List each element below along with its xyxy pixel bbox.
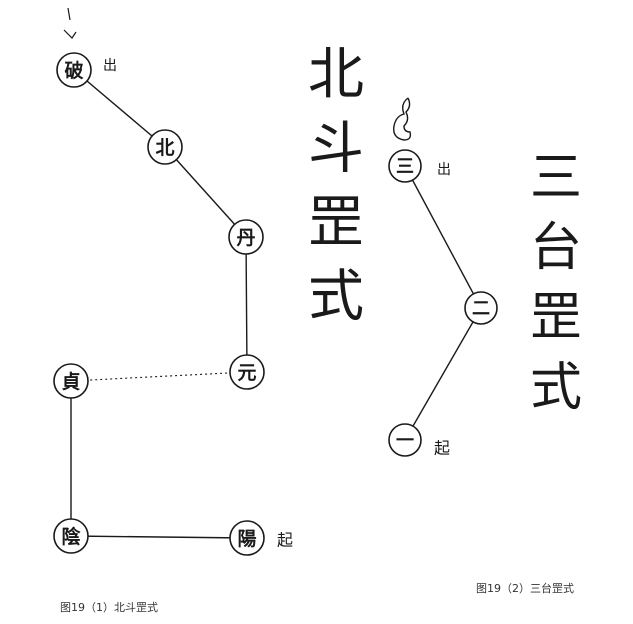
- santai-start-label: 起: [434, 439, 450, 458]
- star-circle-yin: [53, 518, 89, 554]
- beidou-title-char-3: 式: [308, 265, 364, 330]
- star-label-zhen: 貞: [61, 370, 80, 393]
- beidou-link-bei-dan: [164, 146, 247, 238]
- star-label-po: 破: [64, 60, 83, 82]
- star-label-third: 三: [396, 157, 414, 178]
- star-label-bei: 北: [155, 137, 174, 159]
- santai-caption: 图19（2）三台罡式: [476, 582, 574, 595]
- star-circle-second: [464, 291, 498, 325]
- santai-title-char-2: 罡: [530, 288, 582, 348]
- star-circle-po: [56, 52, 92, 88]
- star-circle-third: [388, 149, 422, 183]
- beidou-link-po-bei: [73, 69, 166, 148]
- beidou-caption: 图19（1）北斗罡式: [60, 601, 158, 614]
- beidou-title-char-1: 斗: [308, 117, 364, 182]
- star-circle-yang: [229, 520, 265, 556]
- beidou-title-char-0: 北: [308, 43, 364, 108]
- santai-title-char-0: 三: [530, 148, 582, 208]
- santai-cloud-flourish: [393, 97, 412, 141]
- star-label-yin: 陰: [61, 525, 81, 548]
- santai-end-label: 出: [437, 162, 451, 178]
- star-circle-bei: [147, 129, 183, 165]
- beidou-end-label: 出: [103, 58, 117, 74]
- beidou-start-label: 起: [277, 531, 293, 550]
- santai-diagram: 三二一 出起: [388, 97, 498, 458]
- beidou-start-tick: [63, 7, 77, 39]
- beidou-link-yuan-zhen: [70, 371, 248, 382]
- star-label-dan: 丹: [236, 227, 255, 249]
- beidou-link-yin-yang: [70, 535, 248, 539]
- beidou-link-dan-yuan: [245, 236, 248, 373]
- santai-title-char-3: 式: [530, 358, 582, 418]
- star-label-second: 二: [472, 299, 490, 320]
- star-circle-dan: [228, 219, 264, 255]
- star-circle-yuan: [229, 354, 265, 390]
- santai-link-second-first: [404, 307, 482, 441]
- santai-link-third-second: [404, 165, 482, 309]
- star-label-yuan: 元: [237, 362, 256, 384]
- santai-title-char-1: 台: [530, 218, 582, 278]
- star-circle-zhen: [53, 363, 89, 399]
- beidou-title-char-2: 罡: [308, 191, 364, 256]
- star-label-first: 一: [396, 431, 414, 452]
- star-circle-first: [388, 423, 422, 457]
- star-label-yang: 陽: [237, 528, 256, 550]
